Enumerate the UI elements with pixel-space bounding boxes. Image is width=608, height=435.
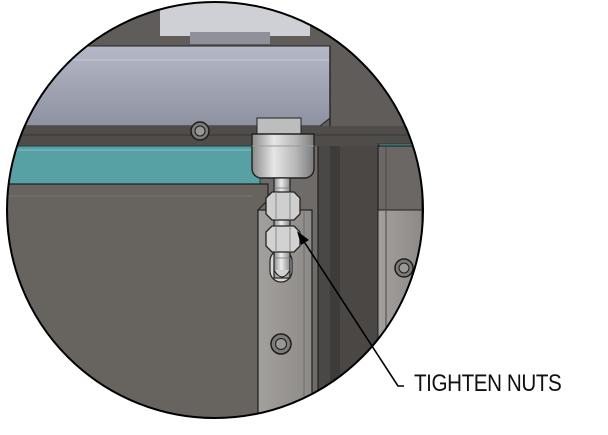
bolt-head-icon <box>270 333 292 355</box>
bolt-head-icon <box>190 121 210 141</box>
detail-circle-border <box>6 1 424 419</box>
top-beam <box>7 45 331 127</box>
arrowhead-icon <box>297 231 309 245</box>
center-channel <box>318 146 378 418</box>
callout-label: TIGHTEN NUTS <box>414 370 562 397</box>
bolt-head-icon <box>394 258 414 278</box>
lower-housing-left <box>7 183 269 418</box>
hex-nut-icon <box>265 191 301 221</box>
cyan-band-left <box>7 145 261 185</box>
hex-nut-icon <box>265 225 301 253</box>
callout-leader <box>297 231 404 387</box>
